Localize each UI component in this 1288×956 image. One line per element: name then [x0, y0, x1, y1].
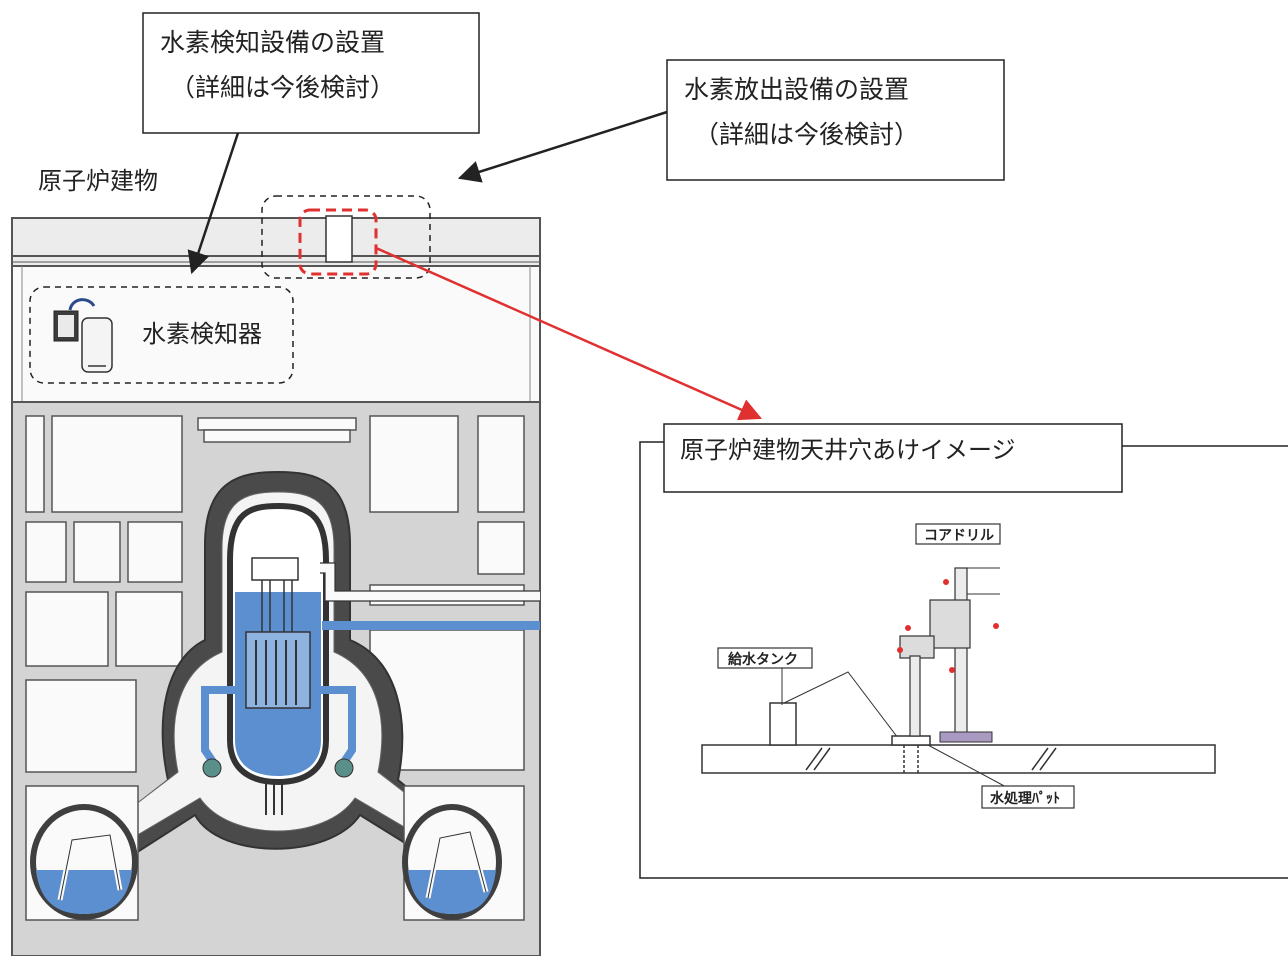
callout-detection-equipment [142, 12, 480, 134]
inset-title-box [663, 423, 1123, 493]
roof-opening-dashed-box [261, 195, 431, 279]
arrow-to-roof-opening [457, 110, 668, 183]
ceiling-slab [701, 744, 1216, 774]
room [369, 415, 459, 513]
reactor-building-label: 原子炉建物 [38, 167, 158, 195]
arrow-to-detector [187, 132, 240, 275]
core-drill-label: コアドリル [924, 528, 994, 544]
red-arrow-to-inset [375, 246, 763, 421]
water-tank-label: 給水タンク [728, 651, 798, 668]
slab-break-right [1031, 747, 1057, 771]
room [25, 521, 67, 583]
callout-release-equipment [666, 59, 1005, 181]
recirculation-pump-right [334, 758, 354, 778]
room [127, 521, 183, 583]
room [25, 591, 109, 667]
room [51, 415, 183, 513]
detector-dashed-box [29, 286, 294, 384]
room [115, 591, 183, 667]
core-drill-icon [897, 567, 1000, 743]
main-steam-line-outline [320, 562, 540, 602]
inset-frame [639, 441, 1288, 879]
main-steam-line [320, 563, 540, 601]
water-pad-label: 水処理ﾊﾟｯﾄ [990, 790, 1060, 807]
separator-tubes [261, 580, 293, 632]
steam-dryer [251, 557, 299, 581]
core-drill-label-box [915, 523, 1001, 545]
reactor-building [11, 217, 541, 956]
callout-detection-line2: （詳細は今後検討） [170, 73, 395, 102]
inset-title: 原子炉建物天井穴あけイメージ [680, 436, 1016, 464]
control-rod-drives [265, 782, 283, 815]
water-pad-leader [927, 744, 1009, 789]
building-roof [11, 217, 541, 267]
feedwater-line [322, 621, 540, 630]
room [477, 415, 525, 513]
callout-detection-line1: 水素検知設備の設置 [160, 28, 385, 57]
suppression-chamber-right [402, 785, 525, 921]
room [25, 415, 45, 513]
recirculation-loop-left [201, 686, 240, 768]
recirculation-loop-right [316, 686, 356, 768]
water-tank-label-box [717, 647, 813, 669]
callout-release-line2: （詳細は今後検討） [694, 120, 919, 149]
room [477, 521, 525, 575]
room [73, 521, 121, 583]
water-pad-label-box [981, 785, 1075, 809]
suppression-chamber-left [25, 785, 139, 921]
water-hose [783, 671, 899, 739]
roof-opening [325, 215, 353, 263]
roof-opening-red-highlight [298, 208, 378, 276]
hydrogen-detector-label: 水素検知器 [142, 320, 262, 348]
water-treatment-pad [891, 735, 931, 746]
callout-release-line1: 水素放出設備の設置 [684, 75, 909, 104]
water-tank [769, 702, 797, 746]
room [25, 679, 137, 773]
pool-cap [203, 429, 351, 443]
pool-cap [197, 417, 357, 431]
hydrogen-detector-icon [53, 298, 113, 373]
slab-break-left [805, 747, 831, 771]
recirculation-pump-left [202, 758, 222, 778]
